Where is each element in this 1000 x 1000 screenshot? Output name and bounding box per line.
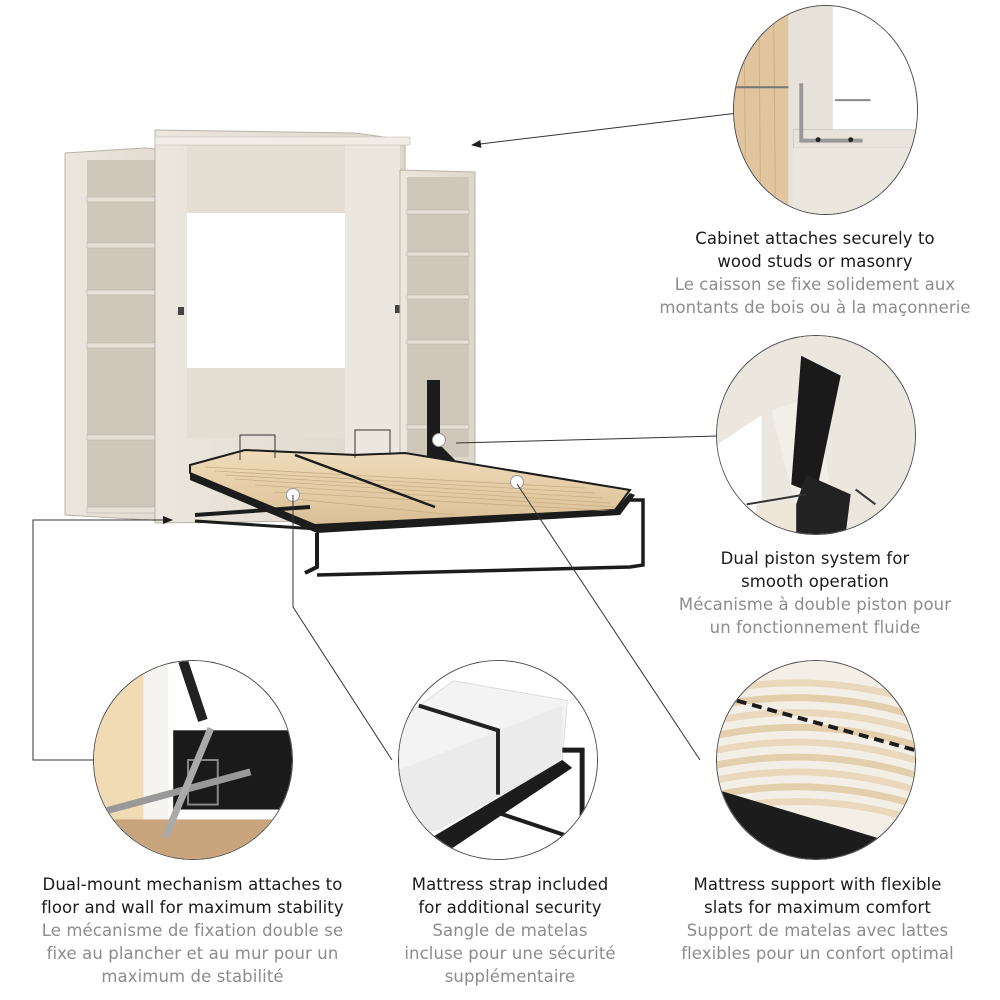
caption-fr-line: Le caisson se fixe solidement aux bbox=[674, 275, 956, 294]
caption-fr-line: maximum de stabilité bbox=[101, 967, 284, 986]
wall-bracket-icon bbox=[734, 6, 917, 214]
caption-en-line: Mattress strap included bbox=[411, 875, 609, 894]
detail-circle-wall-anchor bbox=[733, 5, 918, 215]
flexible-slats-icon bbox=[717, 661, 915, 859]
feature-caption-piston: Dual piston system for smooth operation … bbox=[650, 547, 980, 639]
detail-circle-piston bbox=[716, 335, 916, 535]
feature-caption-dual-mount: Dual-mount mechanism attaches to floor a… bbox=[15, 873, 370, 988]
caption-fr-line: fixe au plancher et au mur pour un bbox=[46, 944, 339, 963]
detail-circle-slats bbox=[716, 660, 916, 860]
screws-mount-icon bbox=[94, 661, 292, 859]
callout-dot-strap[interactable] bbox=[286, 488, 300, 502]
detail-circle-strap bbox=[398, 660, 598, 860]
caption-en-line: Dual piston system for bbox=[720, 549, 910, 568]
feature-caption-strap: Mattress strap included for additional s… bbox=[375, 873, 645, 988]
wall-bed-icon bbox=[64, 129, 645, 577]
feature-caption-slats: Mattress support with flexible slats for… bbox=[650, 873, 985, 965]
caption-fr-line: Mécanisme à double piston pour bbox=[678, 595, 952, 614]
caption-fr-line: Sangle de matelas bbox=[432, 921, 588, 940]
callout-dot-slats[interactable] bbox=[510, 475, 524, 489]
piston-mechanism-icon bbox=[717, 336, 915, 534]
wall-bed-illustration bbox=[55, 115, 675, 585]
caption-en-line: Dual-mount mechanism attaches to bbox=[42, 875, 343, 894]
caption-fr-line: flexibles pour un confort optimal bbox=[681, 944, 954, 963]
callout-dot-piston[interactable] bbox=[432, 433, 446, 447]
caption-en-line: for additional security bbox=[418, 898, 602, 917]
caption-en-line: smooth operation bbox=[741, 572, 889, 591]
caption-fr-line: supplémentaire bbox=[444, 967, 576, 986]
caption-fr-line: montants de bois ou à la maçonnerie bbox=[659, 298, 971, 317]
feature-caption-wall-anchor: Cabinet attaches securely to wood studs … bbox=[640, 227, 990, 319]
mattress-strap-icon bbox=[399, 661, 597, 859]
caption-en-line: floor and wall for maximum stability bbox=[41, 898, 344, 917]
caption-fr-line: un fonctionnement fluide bbox=[709, 618, 921, 637]
caption-fr-line: Le mécanisme de fixation double se bbox=[41, 921, 344, 940]
detail-circle-dual-mount bbox=[93, 660, 293, 860]
caption-fr-line: incluse pour une sécurité bbox=[404, 944, 616, 963]
caption-en-line: Mattress support with flexible bbox=[693, 875, 942, 894]
caption-en-line: slats for maximum comfort bbox=[704, 898, 931, 917]
caption-fr-line: Support de matelas avec lattes bbox=[686, 921, 949, 940]
caption-en-line: wood studs or masonry bbox=[717, 252, 913, 271]
caption-en-line: Cabinet attaches securely to bbox=[695, 229, 935, 248]
